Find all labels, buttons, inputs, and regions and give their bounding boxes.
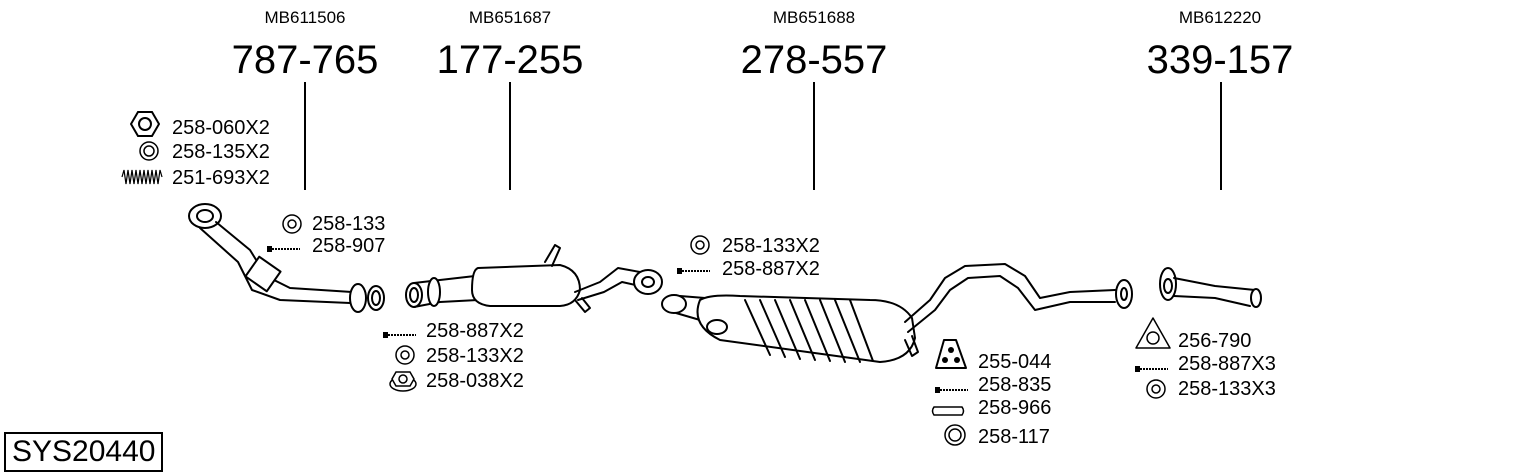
fitting-label[interactable]: 258-060X2: [172, 117, 270, 139]
main-muffler-drawing: [661, 263, 1133, 363]
sleeve-icon: [931, 406, 965, 416]
oem-number: MB611506: [264, 8, 346, 27]
bolt-icon: [1135, 366, 1168, 372]
washer-ring-icon: [944, 424, 966, 446]
front-pipe-drawing: [188, 203, 385, 313]
fitting-label[interactable]: 258-133X2: [722, 235, 820, 257]
rubber-hanger-icon: [935, 339, 967, 369]
leader-line: [813, 82, 815, 190]
bolt-icon: [267, 246, 300, 252]
part-number[interactable]: 339-157: [1146, 38, 1294, 82]
bolt-icon: [935, 387, 968, 393]
fitting-label[interactable]: 258-135X2: [172, 141, 270, 163]
washer-ring-icon: [282, 214, 302, 234]
leader-line: [1220, 82, 1222, 190]
part-number[interactable]: 278-557: [740, 38, 888, 82]
fitting-label[interactable]: 258-966: [978, 397, 1052, 419]
fitting-label[interactable]: 258-907: [312, 235, 386, 257]
oem-number: MB651688: [772, 8, 856, 27]
fitting-label[interactable]: 258-887X2: [722, 258, 820, 280]
fitting-label[interactable]: 258-133X2: [426, 345, 524, 367]
fitting-label[interactable]: 258-117: [978, 426, 1050, 448]
part-number[interactable]: 177-255: [436, 38, 584, 82]
bolt-icon: [383, 332, 416, 338]
fitting-label[interactable]: 258-038X2: [426, 370, 524, 392]
washer-ring-icon: [1146, 379, 1166, 399]
part-number[interactable]: 787-765: [231, 38, 379, 82]
washer-ring-icon: [395, 345, 415, 365]
coil-spring-icon: [121, 169, 163, 185]
washer-ring-icon: [139, 141, 159, 161]
hex-nut-icon: [130, 111, 160, 137]
leader-line: [304, 82, 306, 190]
fitting-label[interactable]: 251-693X2: [172, 167, 270, 189]
fitting-label[interactable]: 256-790: [1178, 330, 1252, 352]
oem-number: MB612220: [1178, 8, 1262, 27]
tail-pipe-drawing: [1159, 267, 1262, 308]
fitting-label[interactable]: 258-887X2: [426, 320, 524, 342]
center-pipe-drawing: [405, 244, 663, 313]
fitting-label[interactable]: 258-835: [978, 374, 1052, 396]
leader-line: [509, 82, 511, 190]
flange-nut-icon: [389, 371, 417, 392]
fitting-label[interactable]: 258-133: [312, 213, 386, 235]
gasket-icon: [1135, 317, 1171, 349]
bolt-icon: [677, 268, 710, 274]
washer-ring-icon: [690, 235, 710, 255]
system-code-box: SYS20440: [4, 432, 164, 472]
fitting-label[interactable]: 258-887X3: [1178, 353, 1276, 375]
fitting-label[interactable]: 255-044: [978, 351, 1052, 373]
fitting-label[interactable]: 258-133X3: [1178, 378, 1276, 400]
oem-number: MB651687: [468, 8, 552, 27]
